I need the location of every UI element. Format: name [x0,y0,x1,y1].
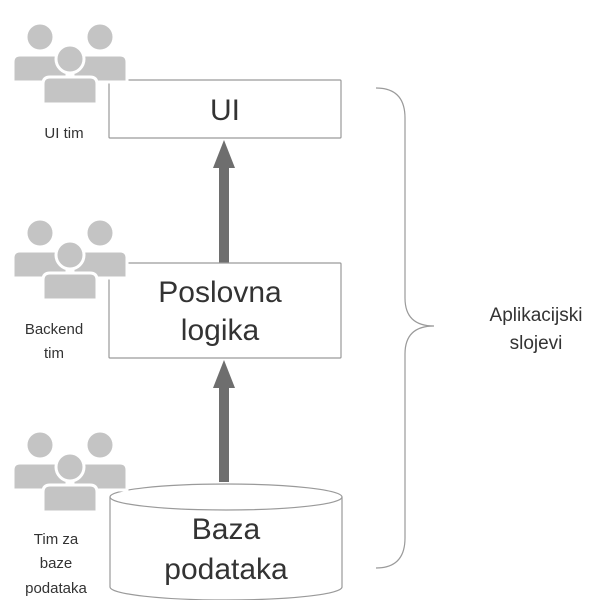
backend-team-label-line1: Backend [25,321,83,338]
application-layers-label-line2: slojevi [510,333,563,354]
ui-layer-label: UI [210,94,240,127]
database-team-label-line3: podataka [25,580,87,597]
application-layers-label-line1: Aplikacijski [490,305,583,326]
database-label-line1: Baza [192,513,261,546]
database-team-label-line2: baze [40,555,73,572]
database-label-line2: podataka [164,553,288,586]
ui-team-label: UI tim [44,125,83,142]
ui-layer-box: UI [108,79,342,139]
layers-curly-brace [375,87,435,569]
business-logic-layer-box: Poslovna logika [108,262,342,359]
database-cylinder: Baza podataka [109,483,343,600]
arrow-business-to-ui [213,140,235,265]
arrow-database-to-business [213,360,235,482]
backend-team-label-line2: tim [44,345,64,362]
business-logic-label-line2: logika [181,314,260,347]
database-team-label-line1: Tim za [34,531,79,548]
business-logic-label-line1: Poslovna [158,276,282,309]
